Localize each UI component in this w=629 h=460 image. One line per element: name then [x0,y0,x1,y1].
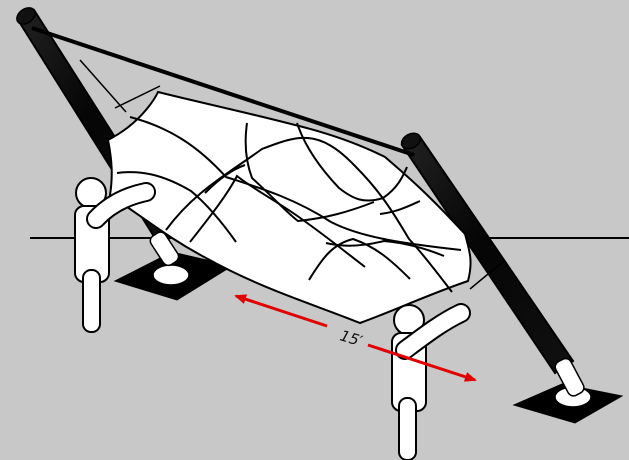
left-person-figure [74,177,156,333]
guy-line-right-lower [469,259,506,290]
left-person-arm [88,184,154,227]
guy-line-left-upper [79,59,127,113]
left-person-leg [82,269,101,333]
guy-line-left-top [114,85,161,109]
membrane [106,90,472,325]
right-pole-base-joint [554,357,585,397]
top-cable [31,26,415,157]
dimension-indicator: 15′ [234,294,477,382]
dimension-arrow-right [367,343,477,382]
right-person-figure [391,303,471,460]
dimension-arrow-left [234,294,328,328]
right-pole [400,132,585,397]
dimension-label: 15′ [338,326,365,350]
left-base-pad [152,264,190,286]
left-pole-base-joint [149,231,180,267]
right-person-leg [398,397,417,460]
right-person-arm [397,305,469,358]
